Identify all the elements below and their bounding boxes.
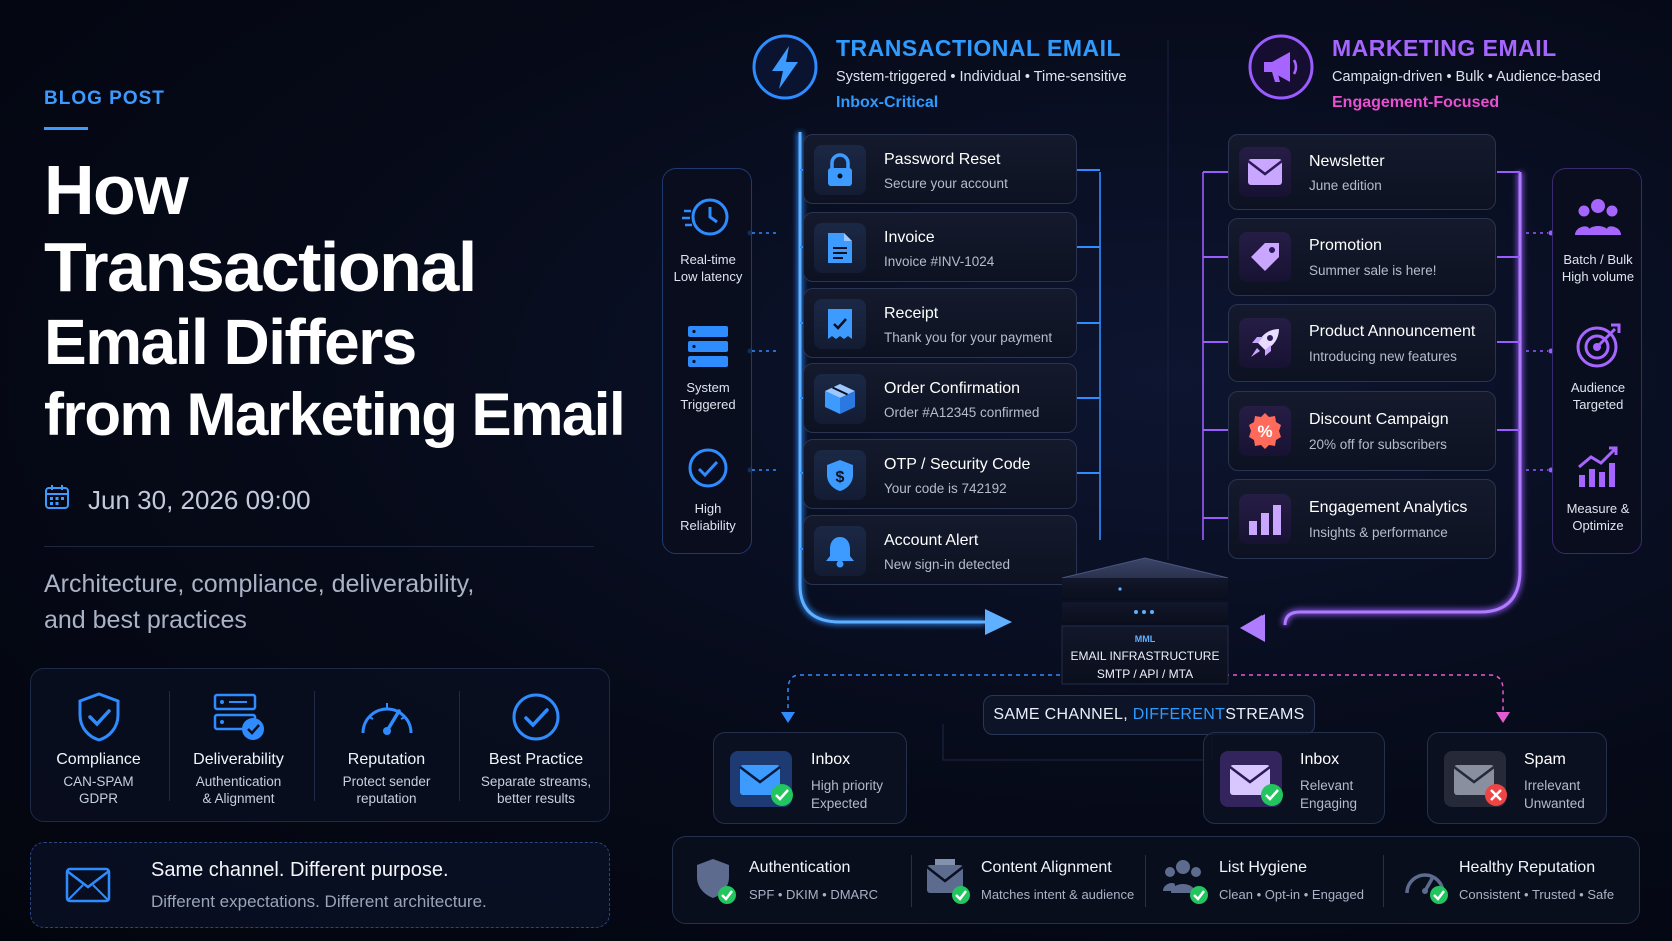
purpose-main: Same channel. Different purpose. — [151, 859, 449, 881]
transactional-tag: Inbox-Critical — [836, 94, 939, 111]
lightning-icon — [752, 34, 818, 100]
tag-underline — [44, 127, 88, 130]
svg-text:$: $ — [836, 469, 845, 486]
bb-list-hygiene: List Hygiene Clean • Opt-in • Engaged — [1163, 837, 1393, 925]
card-promotion[interactable]: Promotion Summer sale is here! — [1228, 218, 1496, 296]
rail-measure-optimize: Measure &Optimize — [1566, 501, 1630, 533]
people-icon — [1575, 199, 1621, 235]
card-receipt[interactable]: Receipt Thank you for your payment — [803, 288, 1077, 358]
check-circle-icon — [512, 693, 560, 741]
divider — [44, 546, 594, 547]
email-infrastructure-server: MML EMAIL INFRASTRUCTURE SMTP / API / MT… — [1058, 556, 1232, 686]
marketing-tag: Engagement-Focused — [1332, 94, 1500, 111]
megaphone-icon — [1248, 34, 1314, 100]
publish-date: Jun 30, 2026 09:00 — [44, 484, 311, 517]
rocket-icon — [1251, 329, 1279, 357]
gauge-check-icon — [1405, 873, 1448, 904]
feature-best-practice: Best Practice Separate streams,better re… — [461, 669, 611, 823]
subtitle: Architecture, compliance, deliverability… — [44, 570, 475, 634]
envelope-check-icon — [926, 859, 970, 904]
purpose-sub: Different expectations. Different archit… — [151, 892, 487, 911]
envelope-icon — [65, 867, 111, 903]
server-stack-icon — [688, 326, 728, 367]
receipt-icon — [828, 309, 852, 339]
target-icon — [1576, 323, 1621, 368]
card-product-announcement[interactable]: Product Announcement Introducing new fea… — [1228, 304, 1496, 382]
lock-icon — [828, 153, 852, 186]
document-icon — [828, 233, 852, 263]
page-title-line-4: from Marketing Email — [44, 381, 626, 448]
shield-check-icon — [697, 859, 736, 904]
card-account-alert[interactable]: Account Alert New sign-in detected — [803, 515, 1077, 585]
transactional-subtitle: System-triggered • Individual • Time-sen… — [836, 69, 1127, 85]
date-text: Jun 30, 2026 09:00 — [88, 485, 311, 515]
trend-chart-icon — [1578, 446, 1618, 487]
inbox-icon — [730, 751, 793, 807]
streams-label: SAME CHANNEL, DIFFERENT STREAMS — [983, 695, 1315, 735]
card-discount-campaign[interactable]: % Discount Campaign 20% off for subscrib… — [1228, 391, 1496, 471]
infrastructure-logo: MML — [1134, 634, 1156, 644]
inbox-icon — [1220, 751, 1283, 807]
people-check-icon — [1163, 860, 1208, 904]
card-otp[interactable]: $ OTP / Security Code Your code is 74219… — [803, 439, 1077, 509]
purpose-callout: Same channel. Different purpose. Differe… — [30, 842, 610, 928]
clock-speed-icon — [682, 198, 729, 236]
marketing-title: MARKETING EMAIL — [1332, 35, 1557, 61]
card-order-confirmation[interactable]: Order Confirmation Order #A12345 confirm… — [803, 363, 1077, 433]
infrastructure-label: EMAIL INFRASTRUCTURE — [1070, 649, 1220, 663]
bar-chart-icon — [1249, 505, 1281, 535]
page-title-line-3: Email Differs — [44, 306, 417, 378]
transactional-title: TRANSACTIONAL EMAIL — [836, 35, 1122, 61]
shield-check-icon — [78, 692, 119, 742]
check-circle-icon — [688, 448, 728, 488]
page-title-line-1: How — [44, 151, 189, 229]
feature-deliverability: Deliverability Authentication& Alignment — [171, 669, 306, 823]
spam-icon — [1444, 751, 1507, 807]
card-invoice[interactable]: Invoice Invoice #INV-1024 — [803, 212, 1077, 282]
tag-icon — [1251, 243, 1279, 271]
bb-authentication: Authentication SPF • DKIM • DMARC — [693, 837, 913, 925]
gauge-icon — [361, 703, 412, 735]
card-engagement-analytics[interactable]: Engagement Analytics Insights & performa… — [1228, 479, 1496, 559]
infrastructure-protocols: SMTP / API / MTA — [1096, 667, 1194, 681]
marketing-subtitle: Campaign-driven • Bulk • Audience-based — [1332, 69, 1601, 85]
bb-content-alignment: Content Alignment Matches intent & audie… — [925, 837, 1175, 925]
percent-badge-icon: % — [1249, 413, 1281, 449]
dollar-shield-icon: $ — [827, 460, 853, 491]
bell-icon — [826, 537, 854, 568]
page-title-line-2: Transactional — [44, 228, 477, 306]
best-practices-bar: Authentication SPF • DKIM • DMARC Conten… — [672, 836, 1640, 924]
card-newsletter[interactable]: Newsletter June edition — [1228, 134, 1496, 210]
server-check-icon — [213, 693, 264, 740]
box-icon — [825, 384, 855, 414]
blog-tag: BLOG POST — [44, 88, 165, 109]
card-password-reset[interactable]: Password Reset Secure your account — [803, 134, 1077, 204]
calendar-icon — [44, 484, 70, 517]
bb-healthy-reputation: Healthy Reputation Consistent • Trusted … — [1403, 837, 1635, 925]
envelope-icon — [1247, 159, 1283, 185]
svg-text:%: % — [1257, 422, 1272, 441]
